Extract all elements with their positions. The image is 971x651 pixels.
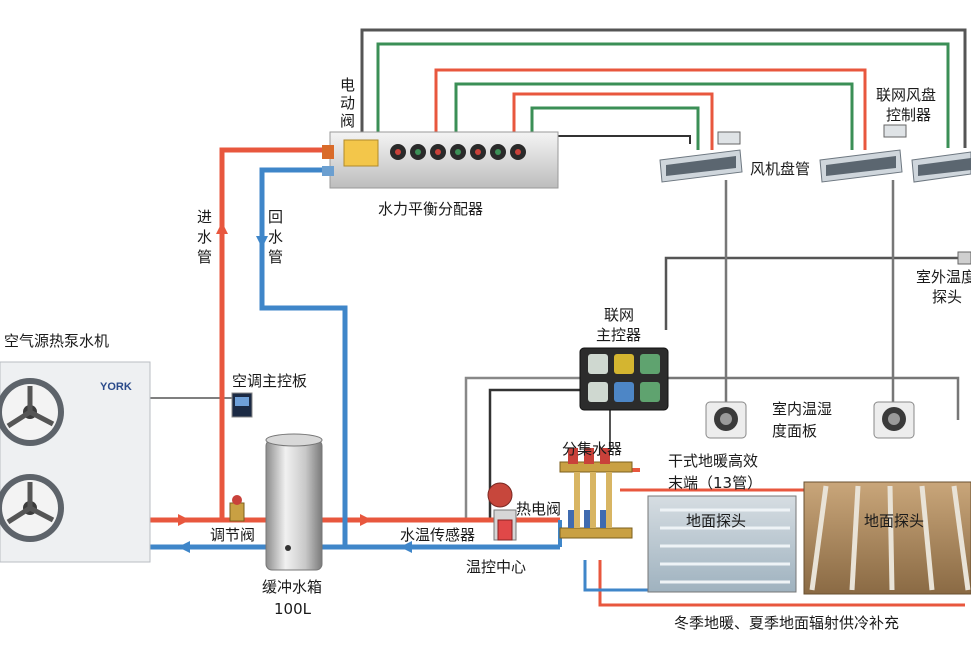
- indoor-panel-label-2: 度面板: [772, 422, 817, 440]
- signal-cable-3: [434, 68, 867, 150]
- arrow-supply-up: [216, 222, 228, 234]
- fan-coil-1: [659, 149, 743, 183]
- networked-main-controller: [579, 347, 669, 411]
- distributor-outlet: [322, 166, 334, 176]
- water-temp-sensor-label: 水温传感器: [400, 526, 475, 544]
- electric-valve-label-1: 电: [340, 76, 355, 94]
- buffer-tank-label: 缓冲水箱: [262, 578, 322, 596]
- return-pipe-up: [259, 167, 348, 547]
- distributor-display: [343, 139, 379, 167]
- supply-pipe-label-2: 水: [197, 228, 212, 246]
- thermostat-center-label: 温控中心: [466, 558, 526, 576]
- dry-floor-label-1: 干式地暖高效: [668, 452, 758, 470]
- brand-logo: YORK: [100, 381, 132, 393]
- labels: 电 动 阀 水力平衡分配器 进 水 管 回 水 管 风机盘管 联网风盘 控制器 …: [4, 76, 971, 632]
- heat-pump-label: 空气源热泵水机: [4, 332, 109, 350]
- fan-coil-controller-label-1: 联网风盘: [876, 86, 936, 104]
- main-controller-label-2: 主控器: [596, 326, 641, 344]
- buffer-tank-capacity: 100L: [274, 600, 312, 618]
- ac-main-board-label: 空调主控板: [232, 372, 307, 390]
- supply-pipe-label-1: 进: [197, 208, 212, 226]
- signal-cable-5: [512, 92, 714, 150]
- outdoor-probe-label-1: 室外温度: [916, 268, 971, 286]
- floor-loop-blue: [583, 560, 650, 592]
- fan-coil-label: 风机盘管: [750, 160, 810, 178]
- arrow-return-down: [256, 236, 268, 248]
- heat-pump-unit: YORK: [0, 361, 151, 563]
- manifold-label: 分集水器: [562, 440, 622, 458]
- fan-coil-controller-1: [717, 131, 741, 145]
- floor-panel-right: [803, 481, 971, 595]
- buffer-tank: [265, 433, 323, 571]
- signal-cable-1: [360, 28, 967, 148]
- controller-cable-3: [668, 376, 960, 420]
- electric-valve-label-2: 动: [340, 94, 355, 112]
- arrow-supply-2: [360, 514, 372, 526]
- return-pipe-label-3: 管: [268, 248, 283, 266]
- outdoor-probe-cable: [664, 256, 965, 330]
- return-pipe-label-2: 水: [268, 228, 283, 246]
- fan-coil-units: [659, 124, 971, 183]
- main-controller-label-1: 联网: [604, 306, 634, 324]
- caption: 冬季地暖、夏季地面辐射供冷补充: [674, 614, 899, 632]
- fan-coil-controller-label-2: 控制器: [886, 106, 931, 124]
- manifold: [559, 448, 633, 539]
- floor-probe-label-left: 地面探头: [686, 512, 746, 530]
- electric-valve-label-3: 阀: [340, 112, 355, 130]
- ac-main-board: [231, 392, 253, 418]
- arrow-return-2: [400, 541, 412, 553]
- signal-cable-6: [530, 106, 700, 150]
- regulating-valve-label: 调节阀: [210, 526, 255, 544]
- signal-cables: [150, 28, 967, 520]
- hydraulic-distributor-label: 水力平衡分配器: [378, 200, 483, 218]
- floor-loop-red: [598, 560, 965, 607]
- arrow-return-1: [178, 541, 190, 553]
- hydraulic-distributor: [322, 131, 559, 189]
- outdoor-probe-label-2: 探头: [932, 288, 962, 306]
- fan-coil-3: [911, 151, 971, 183]
- signal-cable-2: [376, 42, 950, 148]
- thermostat-center-box: [497, 519, 513, 541]
- indoor-panel-2: [873, 401, 915, 439]
- distributor-inlet: [322, 145, 334, 159]
- floor-panel-left: [647, 495, 797, 593]
- supply-pipe-label-3: 管: [197, 248, 212, 266]
- arrow-supply-1: [178, 514, 190, 526]
- thermal-valve-label: 热电阀: [516, 500, 561, 518]
- indoor-panel-1: [705, 401, 747, 439]
- controller-cable-2: [488, 388, 580, 520]
- return-pipe-label-1: 回: [268, 208, 283, 226]
- distributor-valves: [390, 144, 526, 160]
- dry-floor-label-2: 末端（13管）: [668, 474, 762, 492]
- indoor-panel-label-1: 室内温湿: [772, 400, 832, 418]
- floor-probe-label-right: 地面探头: [864, 512, 924, 530]
- regulating-valve: [229, 495, 245, 522]
- controller-cable-1: [464, 376, 580, 520]
- signal-cable-4: [454, 82, 854, 150]
- fan-coil-controller-2: [883, 124, 907, 138]
- fan-coil-2: [819, 149, 903, 183]
- outdoor-probe: [957, 251, 971, 265]
